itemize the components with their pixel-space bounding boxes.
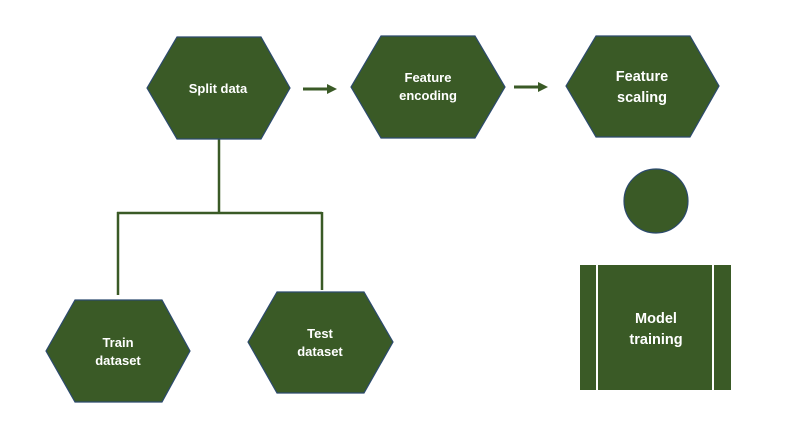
split-connector	[116, 139, 324, 295]
node-test-dataset-label-1: Test	[307, 326, 333, 341]
node-feature-encoding-label-2: encoding	[399, 88, 457, 103]
node-feature-scaling-label-1: Feature	[616, 69, 668, 85]
node-feature-scaling-label-2: scaling	[617, 90, 667, 106]
node-train-dataset: Train dataset	[45, 299, 191, 403]
node-feature-encoding-label-1: Feature	[405, 70, 452, 85]
node-split-data: Split data	[146, 36, 291, 140]
node-circle	[623, 168, 689, 234]
arrow-split-to-encoding	[303, 84, 337, 94]
node-train-dataset-label-2: dataset	[95, 353, 141, 368]
node-model-training-label-1: Model	[635, 311, 677, 327]
arrow-encoding-to-scaling	[514, 82, 548, 92]
node-test-dataset-label-2: dataset	[297, 344, 343, 359]
node-model-training-label-2: training	[629, 332, 682, 348]
node-train-dataset-label-1: Train	[102, 335, 133, 350]
node-model-training: Model training	[580, 265, 731, 390]
node-split-data-label: Split data	[189, 81, 248, 96]
node-test-dataset: Test dataset	[247, 291, 394, 394]
node-feature-scaling: Feature scaling	[565, 35, 720, 138]
node-feature-encoding: Feature encoding	[350, 35, 506, 139]
